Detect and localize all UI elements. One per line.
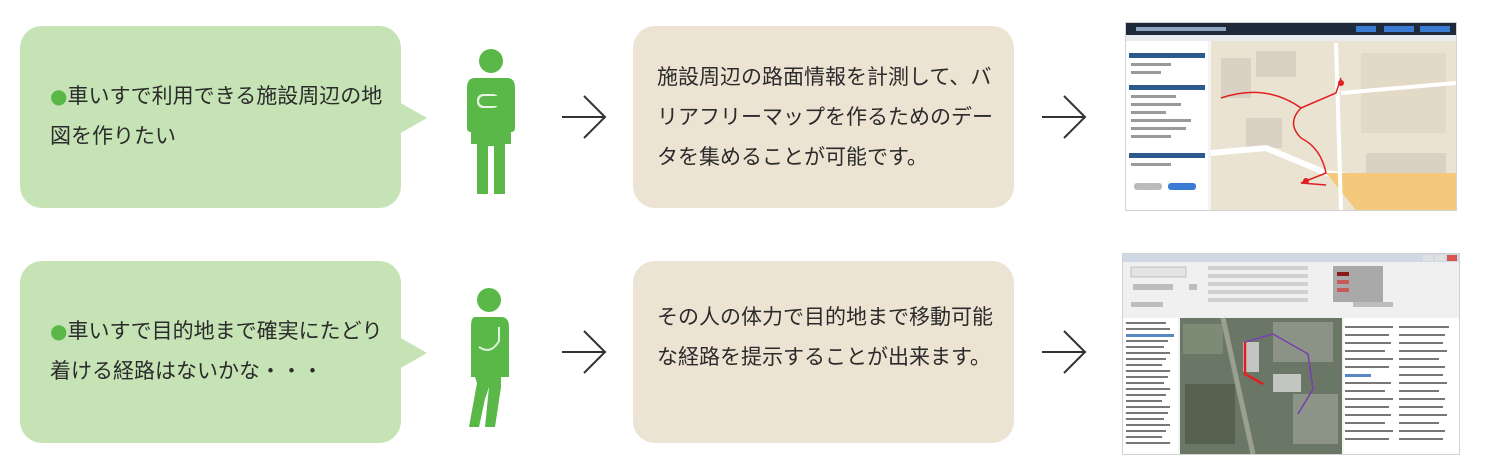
need-bubble-1: ●車いすで利用できる施設周辺の地図を作りたい (20, 26, 427, 208)
need-bubble-2: ●車いすで目的地まで確実にたどり着ける経路はないかな・・・ (20, 261, 427, 443)
map-app-thumbnail (1126, 23, 1456, 210)
solution-box-2: その人の体力で目的地まで移動可能な経路を提示することが出来ます。 (633, 261, 1014, 443)
route-app-screenshot (1122, 253, 1460, 455)
solution-text-2: その人の体力で目的地まで移動可能な経路を提示することが出来ます。 (657, 305, 993, 369)
map-app-screenshot (1125, 22, 1457, 211)
arrow-right-icon (562, 95, 607, 139)
solution-text-1: 施設周辺の路面情報を計測して、バリアフリーマップを作るためのデータを集めることが… (657, 65, 993, 169)
speech-tail (399, 102, 427, 134)
need-text-1: ●車いすで利用できる施設周辺の地図を作りたい (50, 84, 383, 148)
bullet-dot-icon: ● (50, 84, 68, 108)
arrow-right-icon (1042, 330, 1087, 374)
person-thinking-icon (469, 288, 509, 427)
solution-box-1: 施設周辺の路面情報を計測して、バリアフリーマップを作るためのデータを集めることが… (633, 26, 1014, 208)
route-app-thumbnail (1123, 254, 1459, 454)
person-thinking-icon (467, 49, 515, 194)
arrow-right-icon (1042, 95, 1087, 139)
need-text-2: ●車いすで目的地まで確実にたどり着ける経路はないかな・・・ (50, 319, 383, 383)
arrow-right-icon (562, 330, 607, 374)
speech-tail (399, 337, 427, 369)
bullet-dot-icon: ● (50, 319, 68, 343)
